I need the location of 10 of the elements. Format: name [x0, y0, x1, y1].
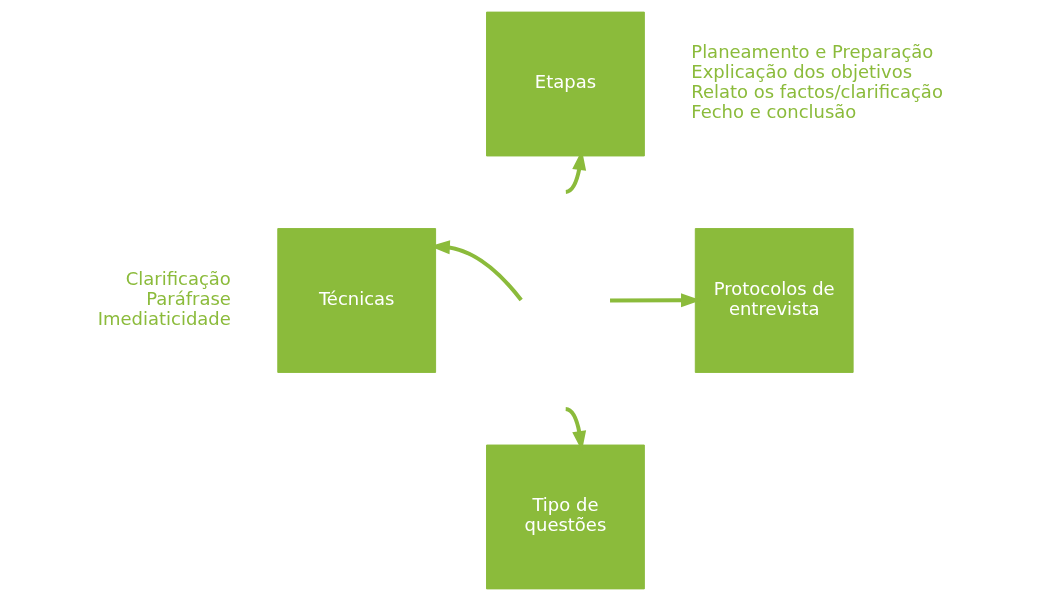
- node-label: Fecho e conclusão: [690, 101, 856, 123]
- node-box: Etapas: [485, 11, 645, 157]
- node-label: Planeamento e Preparação: [690, 41, 933, 63]
- node-box: Tipo de questões: [485, 444, 645, 590]
- node-label: Explicação dos objetivos: [690, 61, 912, 83]
- node-label: Clarificação: [125, 267, 231, 289]
- node-box: Técnicas: [276, 228, 436, 373]
- node-box: Protocolos de entrevista: [694, 228, 854, 373]
- node-label: Imediaticidade: [97, 307, 231, 329]
- node-label: Relato os factos/clarificação: [690, 81, 943, 103]
